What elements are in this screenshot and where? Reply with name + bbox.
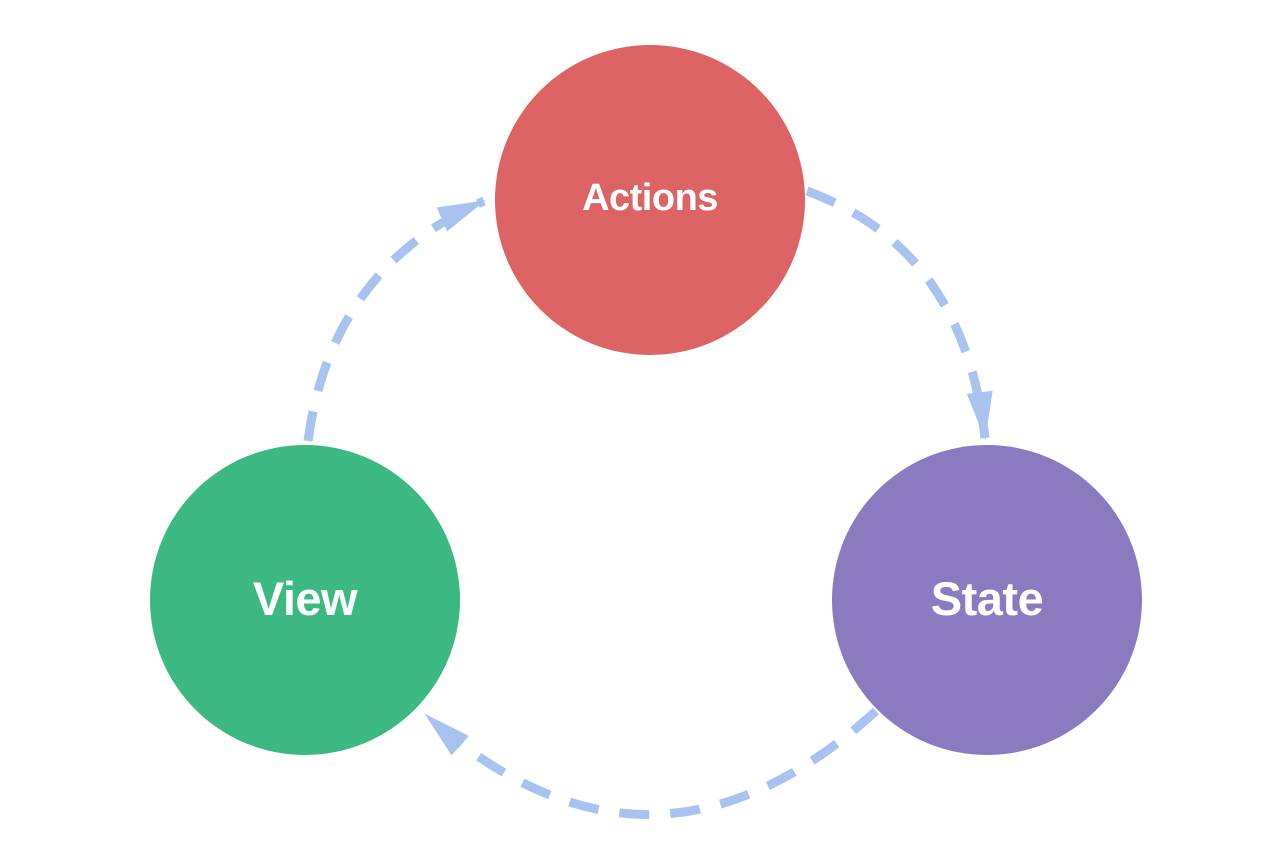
arrow-actions-to-state (805, 186, 993, 440)
node-actions-label: Actions (582, 177, 718, 219)
arrow-state-to-view (422, 707, 880, 819)
node-state: State (832, 445, 1142, 755)
node-view: View (150, 445, 460, 755)
node-actions: Actions (495, 45, 805, 355)
arrow-view-to-actions (303, 196, 486, 442)
node-view-label: View (252, 571, 358, 625)
node-state-label: State (930, 571, 1044, 625)
